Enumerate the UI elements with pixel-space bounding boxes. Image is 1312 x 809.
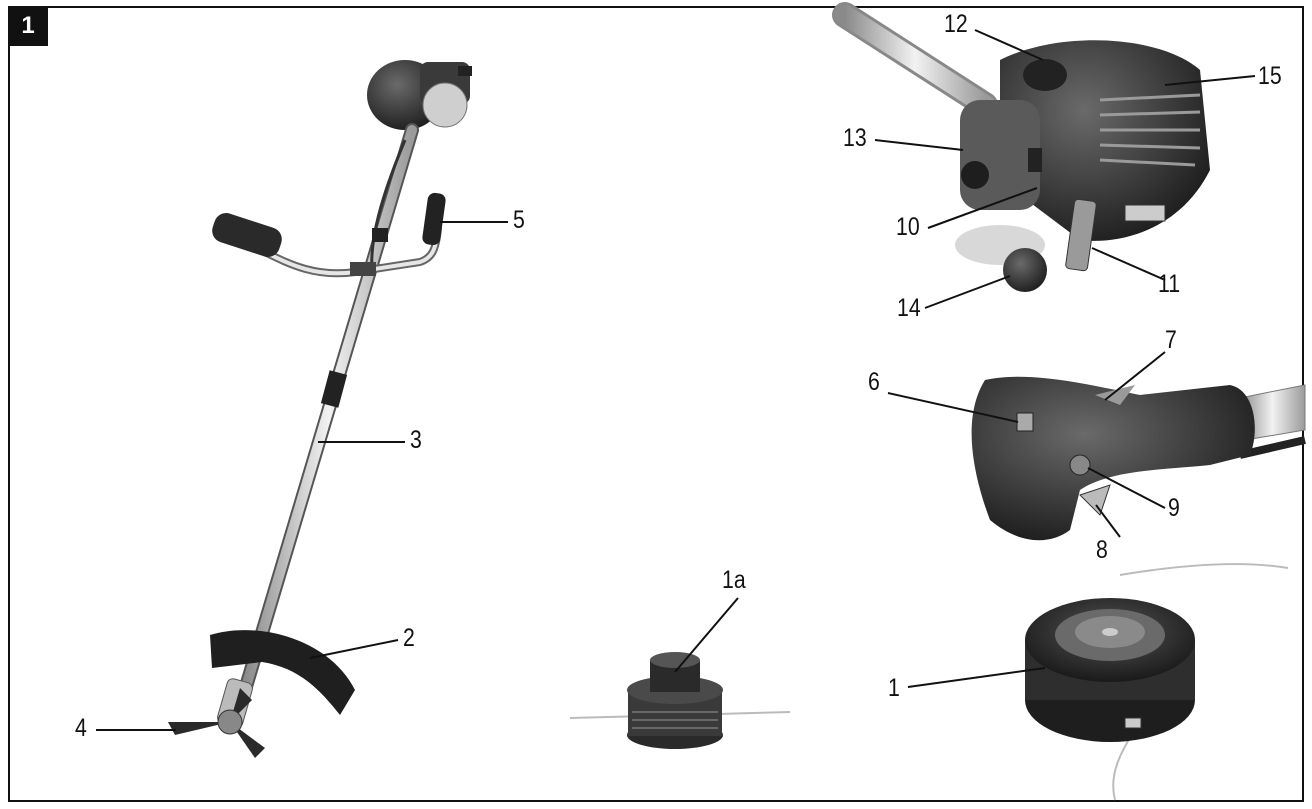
protective-guard (210, 630, 355, 715)
callout-8: 8 (1096, 536, 1108, 564)
spool-1a-drawing (569, 652, 791, 749)
callout-15: 15 (1258, 62, 1282, 90)
callout-7: 7 (1165, 326, 1177, 354)
callout-13: 13 (843, 124, 867, 152)
spool-1-drawing (1025, 563, 1289, 801)
brush-cutter-drawing (168, 60, 472, 758)
callout-6: 6 (868, 368, 880, 396)
figure-number-badge: 1 (8, 6, 48, 46)
callout-9: 9 (1168, 494, 1180, 522)
handlebar (212, 192, 446, 278)
callout-10: 10 (896, 213, 920, 241)
callout-2: 2 (403, 624, 415, 652)
callout-1: 1 (888, 674, 900, 702)
engine-unit (367, 60, 472, 130)
callout-14: 14 (897, 294, 921, 322)
callout-1a: 1a (722, 566, 746, 594)
callout-5: 5 (513, 206, 525, 234)
callout-11: 11 (1158, 270, 1181, 298)
callout-3: 3 (410, 426, 422, 454)
callout-leader-lines (96, 29, 1256, 731)
handle-closeup-drawing (971, 376, 1306, 541)
callout-4: 4 (75, 714, 87, 742)
engine-closeup-drawing (832, 2, 1210, 292)
three-tooth-blade (168, 688, 265, 758)
callout-12: 12 (944, 10, 968, 38)
